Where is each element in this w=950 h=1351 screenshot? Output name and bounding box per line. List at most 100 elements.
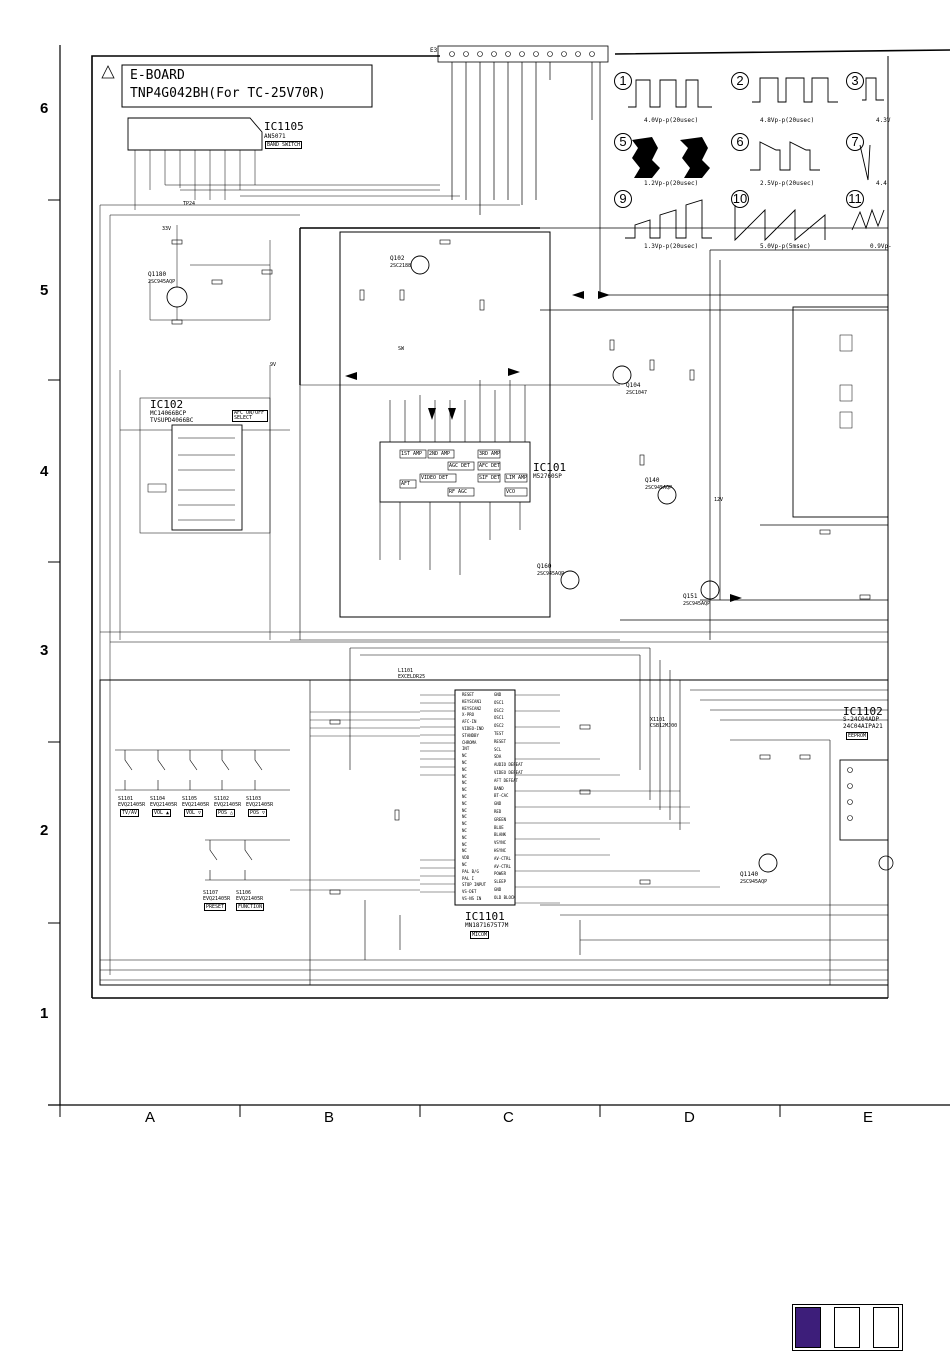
switch-part: EVQ21405R xyxy=(246,802,274,808)
transistor-ref: Q140 xyxy=(645,477,660,484)
ic-pin-label: GND xyxy=(494,692,502,697)
ic-pin-label: TEST xyxy=(494,731,504,736)
waveform-9-number: 9 xyxy=(614,190,632,208)
ic1101-ref: IC1101 xyxy=(465,910,505,923)
transistor-ref: Q102 xyxy=(390,255,405,262)
ic-pin-label: NC xyxy=(462,800,467,806)
transistor-part: 2SC2188 xyxy=(390,263,412,269)
switch-ref: SW xyxy=(398,346,405,352)
ic-pin-label: NC xyxy=(462,760,467,765)
ic-pin-label: NC xyxy=(462,766,467,772)
ic1102-ref: IC1102 xyxy=(843,705,883,718)
supply-label: 9V xyxy=(270,362,277,368)
ic1101-part: MN1871675T7M xyxy=(465,922,509,929)
ic-pin-label: NC xyxy=(462,773,467,779)
switch-function: POS ▽ xyxy=(248,809,268,817)
transistor-part: 2SC945AQP xyxy=(683,601,711,607)
ic-pin-label: BT-CAC xyxy=(494,793,509,799)
transistor-part: 2SC945AQP xyxy=(740,879,768,885)
ic-pin-label: BAND xyxy=(494,785,504,791)
switch-ref: S1103 xyxy=(246,796,262,802)
transistor-ref: Q1140 xyxy=(740,871,759,878)
switch-part: EVQ21405R xyxy=(118,802,146,808)
ic-pin-label: NC xyxy=(462,828,467,833)
ic101-block: AGC DET xyxy=(449,463,471,469)
waveform-10-number: 10 xyxy=(731,190,749,208)
waveform-1-caption: 4.0Vp-p(20usec) xyxy=(644,117,699,124)
ic-pin-label: PAL I xyxy=(462,875,475,881)
waveform-1-number: 1 xyxy=(614,72,632,90)
ic1105-function: BAND SWITCH xyxy=(265,141,303,149)
ic-pin-label: NC xyxy=(462,848,467,854)
inductor-ref: L1101 xyxy=(398,668,414,674)
ic1102-part-alt: 24C04AIPA21 xyxy=(843,723,883,730)
switch-ref: S1107 xyxy=(203,890,219,896)
ic-pin-label: NC xyxy=(462,841,467,847)
crystal-ref: X1101 xyxy=(650,717,666,723)
ic-pin-label: STANDBY xyxy=(462,732,479,738)
ic101-block: AFC DET xyxy=(479,463,501,469)
waveform-5-number: 5 xyxy=(614,133,632,151)
transistor-ref: Q1180 xyxy=(148,271,167,278)
transistor-ref: Q104 xyxy=(626,382,641,389)
ic-pin-label: STOP INPUT xyxy=(462,882,487,888)
ic-pin-label: NC xyxy=(462,834,467,840)
switch-ref: S1102 xyxy=(214,796,230,802)
ic102-part-alt: TVSUPD4066BC xyxy=(150,417,194,424)
ic101-block: LIM AMP xyxy=(506,475,528,481)
ic-pin-label: GND xyxy=(494,801,502,807)
ic101-block: 3RD AMP xyxy=(479,451,501,457)
row-label-3: 3 xyxy=(40,642,49,659)
ic-pin-label: AUDIO DEFEAT xyxy=(494,762,523,768)
ic-pin-label: KEYSCAN2 xyxy=(462,705,482,711)
switch-ref: S1101 xyxy=(118,796,134,802)
switch-function: PRESET xyxy=(204,903,227,911)
ic-pin-label: NC xyxy=(462,814,467,820)
waveform-3-number: 3 xyxy=(846,72,864,90)
row-label-1: 1 xyxy=(40,1005,49,1022)
board-title: E-BOARD xyxy=(130,68,185,83)
ic101-block: AFT xyxy=(401,481,411,487)
transistor-part: 2SC945AQP xyxy=(645,485,673,491)
ic-pin-label: AV-CTRL xyxy=(494,855,511,861)
ic-pin-label: HSYNC xyxy=(494,848,507,853)
page-marker-filled xyxy=(795,1307,821,1348)
page-marker-frame xyxy=(792,1304,903,1351)
ic-pin-label: NC xyxy=(462,821,467,827)
ic-pin-label: BLUE xyxy=(494,824,504,830)
board-subtitle: TNP4G042BH(For TC-25V70R) xyxy=(130,86,326,101)
ic-pin-label: KEYSCAN1 xyxy=(462,698,482,704)
switch-part: EVQ21405R xyxy=(150,802,178,808)
waveform-6-number: 6 xyxy=(731,133,749,151)
ic-pin-label: NC xyxy=(462,753,467,759)
ic101-ref: IC101 xyxy=(533,461,567,474)
waveform-11-number: 11 xyxy=(846,190,864,208)
ic-pin-label: NC xyxy=(462,794,467,799)
transistor-ref: Q151 xyxy=(683,593,698,600)
switch-function: VOL ▽ xyxy=(184,809,204,817)
ic-pin-label: OLD BLOCK xyxy=(494,894,516,900)
ic101-block: VIDEO DET xyxy=(421,475,449,481)
waveform-5-caption: 1.2Vp-p(20usec) xyxy=(644,180,699,187)
connector-ref: E3 xyxy=(430,47,438,54)
ic-pin-label: GREEN xyxy=(494,816,507,822)
ic101-block: RF AGC xyxy=(449,489,468,495)
row-label-5: 5 xyxy=(40,282,49,299)
row-label-2: 2 xyxy=(40,822,49,839)
ic-pin-label: NC xyxy=(462,780,467,786)
waveform-7-number: 7 xyxy=(846,133,864,151)
row-label-6: 6 xyxy=(40,100,49,117)
waveform-2-number: 2 xyxy=(731,72,749,90)
ic-pin-label: INT xyxy=(462,746,470,752)
ic101-block: SIF DET xyxy=(479,475,501,481)
supply-label: 12V xyxy=(714,497,724,503)
waveform-7-caption: 4.4 xyxy=(876,180,887,187)
ic-pin-label: X-PRO xyxy=(462,712,475,718)
waveform-2-caption: 4.8Vp-p(20usec) xyxy=(760,117,815,124)
column-label-e: E xyxy=(863,1109,874,1126)
switch-ref: S1105 xyxy=(182,796,198,802)
column-label-b: B xyxy=(324,1109,335,1126)
ic-pin-label: VIDEO-IND xyxy=(462,726,484,731)
ic-pin-label: VS-NS IN xyxy=(462,896,482,901)
